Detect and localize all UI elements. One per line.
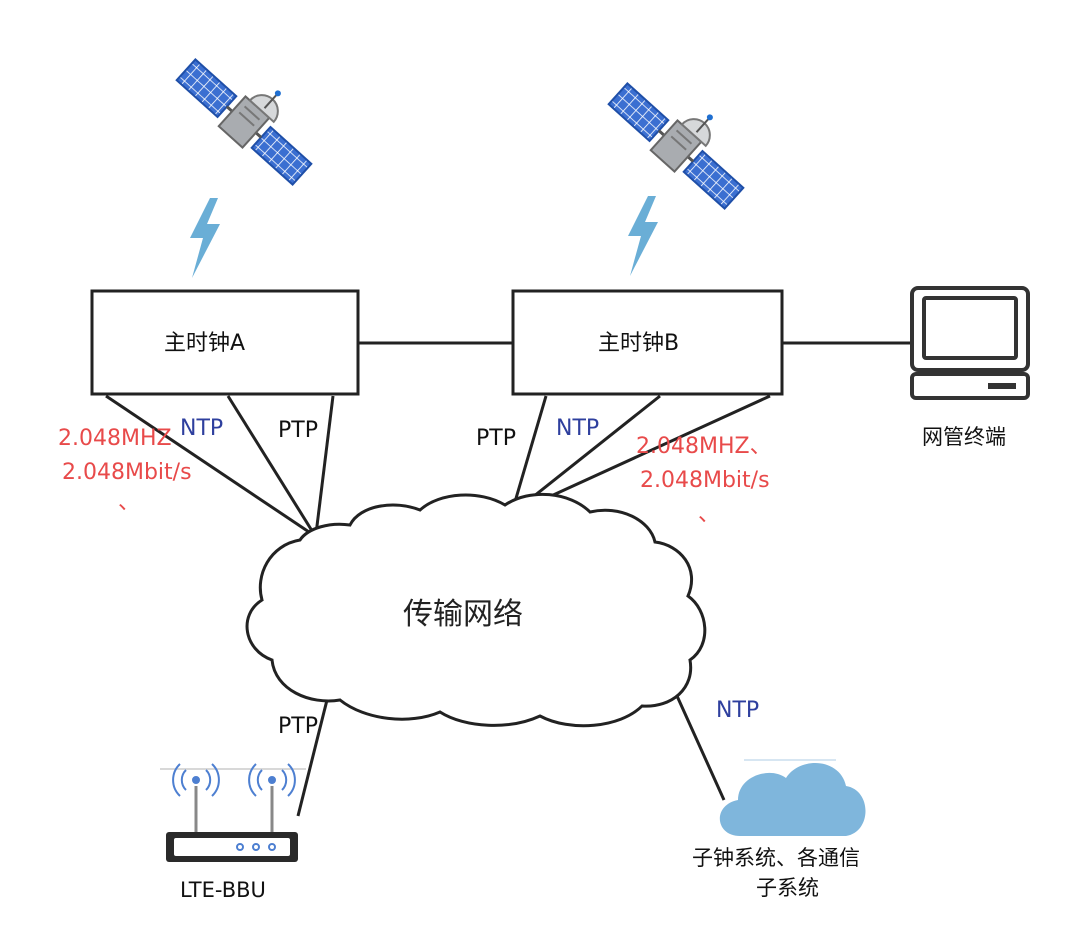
lightning-icon <box>628 196 658 276</box>
clock-b-ntp-label: NTP <box>556 416 600 441</box>
lightning-icon <box>190 198 220 278</box>
router-icon <box>160 763 306 862</box>
clock-b-freq-label-1: 2.048MHZ、 <box>636 434 772 459</box>
clock-b-freq-mark: 、 <box>698 502 721 527</box>
clock-a-freq-label-2: 2.048Mbit/s <box>62 460 192 485</box>
link-a-freq <box>105 394 313 536</box>
link-b-ntp <box>513 394 661 514</box>
clock-b-ptp-label: PTP <box>476 426 516 451</box>
clock-b-freq-label-2: 2.048Mbit/s <box>640 468 770 493</box>
connection-lines <box>105 341 910 817</box>
network-cloud-shape[interactable] <box>245 492 707 728</box>
clock-a-freq-label-1: 2.048MHZ <box>58 426 172 451</box>
cloud-icon <box>719 759 866 836</box>
clock-b-label: 主时钟B <box>598 331 680 356</box>
network-label: 传输网络 <box>403 597 523 632</box>
clock-b-box[interactable] <box>511 289 784 396</box>
clock-a-freq-mark: 、 <box>118 490 141 515</box>
bbu-label: LTE-BBU <box>180 878 266 902</box>
subsystem-label-line2: 子系统 <box>756 876 819 900</box>
link-a-ptp <box>314 395 335 535</box>
link-b-ptp <box>510 395 548 513</box>
satellite-icon <box>171 33 335 191</box>
clock-a-ptp-label: PTP <box>278 418 318 443</box>
computer-terminal-icon <box>910 286 1030 400</box>
clock-a-box[interactable] <box>90 289 360 396</box>
link-a-ntp <box>226 395 316 535</box>
subsystem-label-line1: 子钟系统、各通信 <box>692 846 860 870</box>
link-bbu-ptp <box>296 687 332 817</box>
bbu-ptp-label: PTP <box>278 714 318 739</box>
terminal-label: 网管终端 <box>922 425 1006 449</box>
satellite-icon <box>603 57 767 215</box>
link-b-freq <box>515 394 771 514</box>
clock-a-ntp-label: NTP <box>180 416 224 441</box>
subsystem-ntp-label: NTP <box>716 698 760 723</box>
clock-a-label: 主时钟A <box>164 331 246 356</box>
